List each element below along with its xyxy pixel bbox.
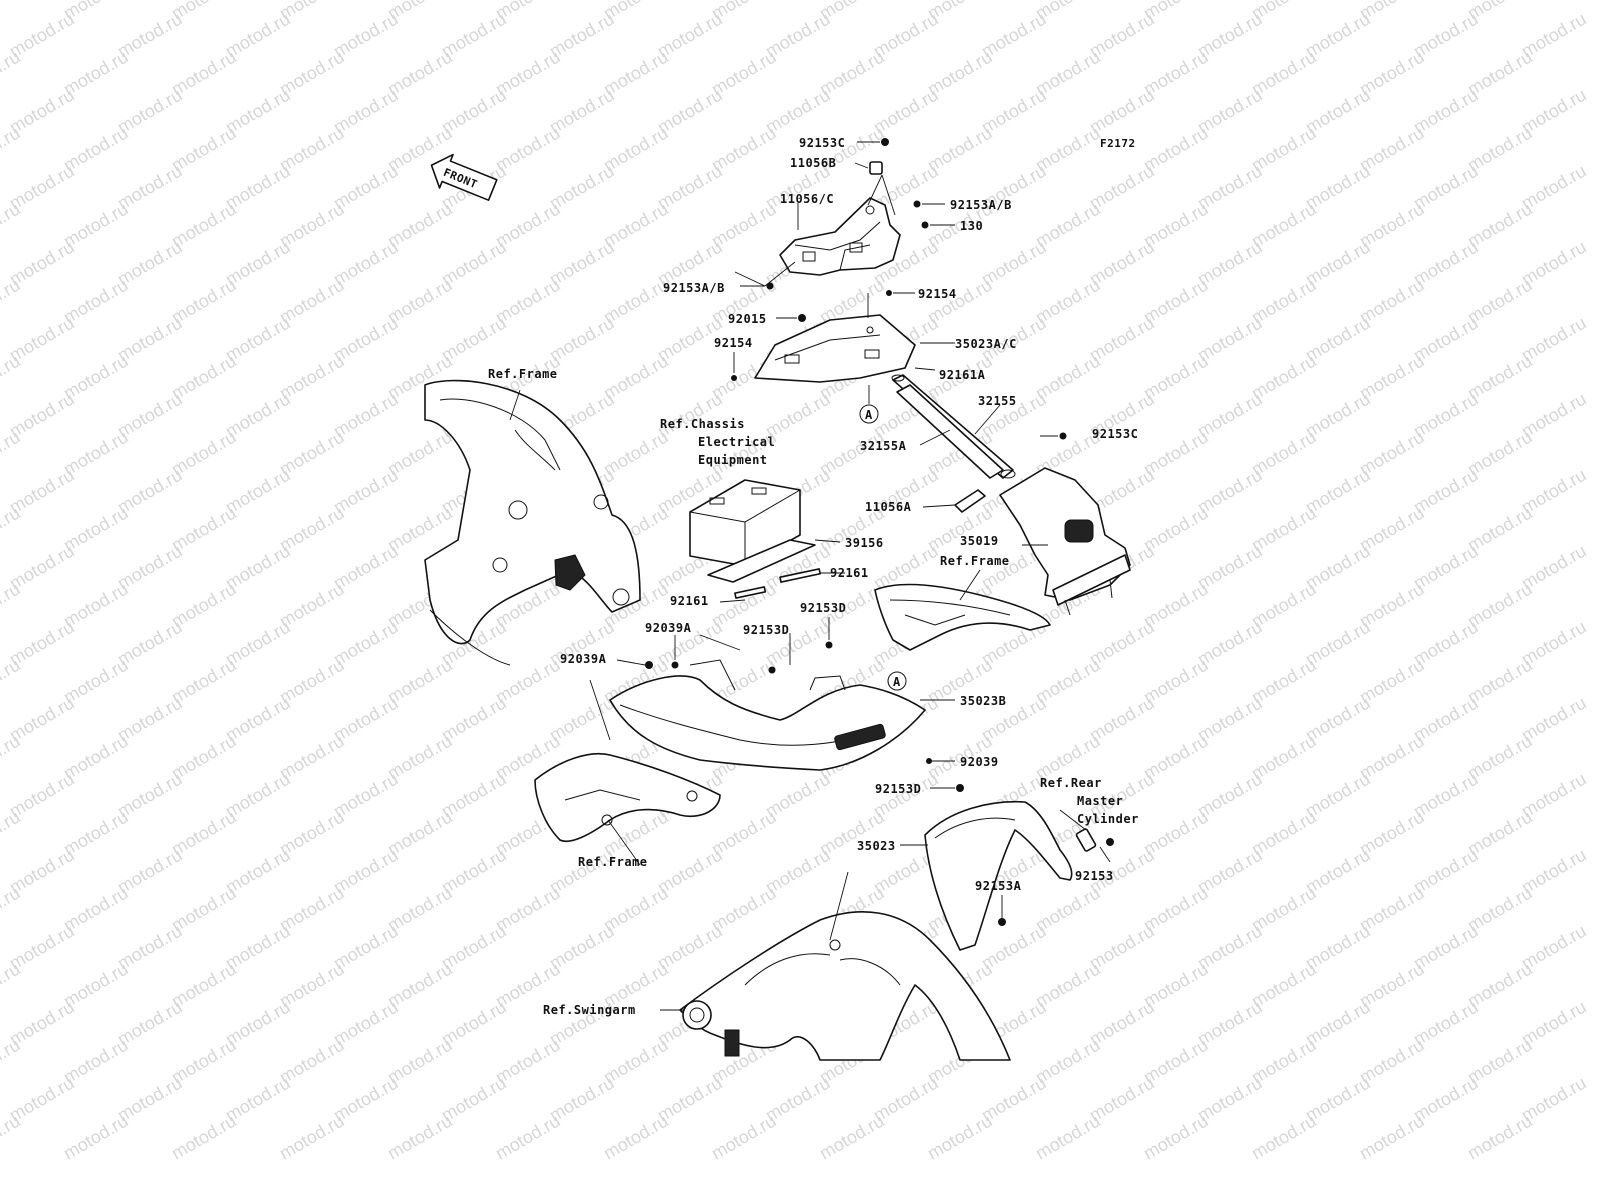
watermark-text: motod.ru (60, 1111, 132, 1164)
label-130: 130 (960, 219, 983, 233)
label-92161-left: 92161 (670, 594, 709, 608)
label-92015: 92015 (728, 312, 767, 326)
label-92154-right: 92154 (918, 287, 957, 301)
label-39156: 39156 (845, 536, 884, 550)
watermark-text: motod.ru (816, 1111, 888, 1164)
label-32155: 32155 (978, 394, 1017, 408)
watermark-text: motod.ru (1464, 1111, 1536, 1164)
band-92161 (734, 568, 821, 599)
ref-rear-line1: Ref.Rear (1040, 776, 1102, 790)
watermark-text: motod.ru (600, 1111, 672, 1164)
bolt-92153c-top-icon (881, 138, 889, 146)
ref-rear-line2: Master (1077, 794, 1123, 808)
watermark-text: motod.ru (384, 1111, 456, 1164)
label-92039a-left: 92039A (560, 652, 607, 666)
ref-chassis-line1: Ref.Chassis (660, 417, 745, 431)
bolt-92039a-left-icon (645, 661, 653, 669)
seat-lock-bracket (779, 197, 901, 276)
bolt-92153a-icon (998, 918, 1006, 926)
ref-chassis-line2: Electrical (698, 435, 775, 449)
tray-35023ac (754, 314, 916, 383)
ref-frame-top: Ref.Frame (488, 367, 558, 381)
label-92153a: 92153A (975, 879, 1022, 893)
bolt-92039-icon (926, 758, 932, 764)
part-labels: 92153C 11056B 11056/C 92153A/B 130 92153… (560, 136, 1138, 893)
collar-92153-icon (1075, 828, 1114, 852)
ref-frame-bottom: Ref.Frame (578, 855, 648, 869)
label-92153ab-right: 92153A/B (950, 198, 1012, 212)
watermark-text: motod.ru (1140, 1111, 1212, 1164)
bolt-92154-right-icon (886, 290, 892, 296)
leader-lines (509, 141, 1111, 1011)
callout-a-lower: A (887, 671, 907, 691)
label-11056a: 11056A (865, 500, 912, 514)
cover-35023 (924, 800, 1073, 951)
label-32155a: 32155A (860, 439, 907, 453)
watermark-text: motod.ru (492, 1111, 564, 1164)
label-92161a: 92161A (939, 368, 986, 382)
swingarm (679, 911, 1011, 1061)
taillight-housing-35019 (999, 467, 1131, 616)
undertray-35023b (609, 659, 926, 771)
ref-frame-right: Ref.Frame (940, 554, 1010, 568)
callout-a-lower-label: A (893, 675, 901, 689)
label-35019: 35019 (960, 534, 999, 548)
frame-left (424, 379, 641, 666)
watermark-text: motod.ru (0, 0, 24, 23)
frame-right (874, 583, 1051, 651)
collar-11056b (869, 161, 883, 175)
reference-labels: Ref.Frame Ref.Chassis Electrical Equipme… (488, 367, 1139, 1017)
label-11056b: 11056B (790, 156, 836, 170)
bolt-92153ab-left-icon (766, 282, 774, 290)
battery (689, 479, 801, 567)
label-92153ab-left: 92153A/B (663, 281, 725, 295)
callout-a-upper-label: A (865, 408, 873, 422)
label-11056c: 11056/C (780, 192, 834, 206)
bolt-92154-left-icon (731, 375, 737, 381)
watermark-text: motod.ru (276, 1111, 348, 1164)
pad-39156 (707, 539, 816, 583)
label-92153c-right: 92153C (1092, 427, 1138, 441)
ref-rear-line3: Cylinder (1077, 812, 1139, 826)
ref-chassis-line3: Equipment (698, 453, 768, 467)
figure-code: F2172 (1100, 137, 1136, 150)
label-92039: 92039 (960, 755, 999, 769)
label-92161-right: 92161 (830, 566, 869, 580)
bolt-92039a-upper-icon (671, 661, 679, 669)
label-92153c-top: 92153C (799, 136, 845, 150)
collar-11056a (954, 489, 986, 513)
watermark-text: motod.ru (1032, 1111, 1104, 1164)
frame-lower-left (534, 752, 721, 842)
bolt-130-icon (921, 221, 929, 229)
watermark-text: motod.ru (924, 1111, 996, 1164)
label-92039a-upper: 92039A (645, 621, 692, 635)
label-35023ac: 35023A/C (955, 337, 1017, 351)
watermark-text: motod.ru (708, 1111, 780, 1164)
bolt-92153d-upper-icon (825, 641, 833, 649)
callout-a-upper: A (859, 404, 879, 424)
label-92153d-lower: 92153D (875, 782, 921, 796)
label-92153d-mid: 92153D (743, 623, 789, 637)
label-92154-left: 92154 (714, 336, 753, 350)
label-35023b: 35023B (960, 694, 1006, 708)
label-92153: 92153 (1075, 869, 1114, 883)
watermark-text: motod.ru (1248, 1111, 1320, 1164)
ref-swingarm: Ref.Swingarm (543, 1003, 636, 1017)
label-35023: 35023 (857, 839, 896, 853)
bolt-92153d-mid-icon (768, 666, 776, 674)
watermark-text: motod.ru (1356, 1111, 1428, 1164)
bolt-92153d-lower-icon (956, 784, 964, 792)
bar-32155a (896, 384, 1004, 479)
watermark-text: motod.ru (168, 1111, 240, 1164)
nut-92015-icon (798, 314, 806, 322)
bolt-92153c-right-icon (1059, 432, 1067, 440)
bolt-92153ab-right-icon (913, 200, 921, 208)
label-92153d-upper: 92153D (800, 601, 846, 615)
